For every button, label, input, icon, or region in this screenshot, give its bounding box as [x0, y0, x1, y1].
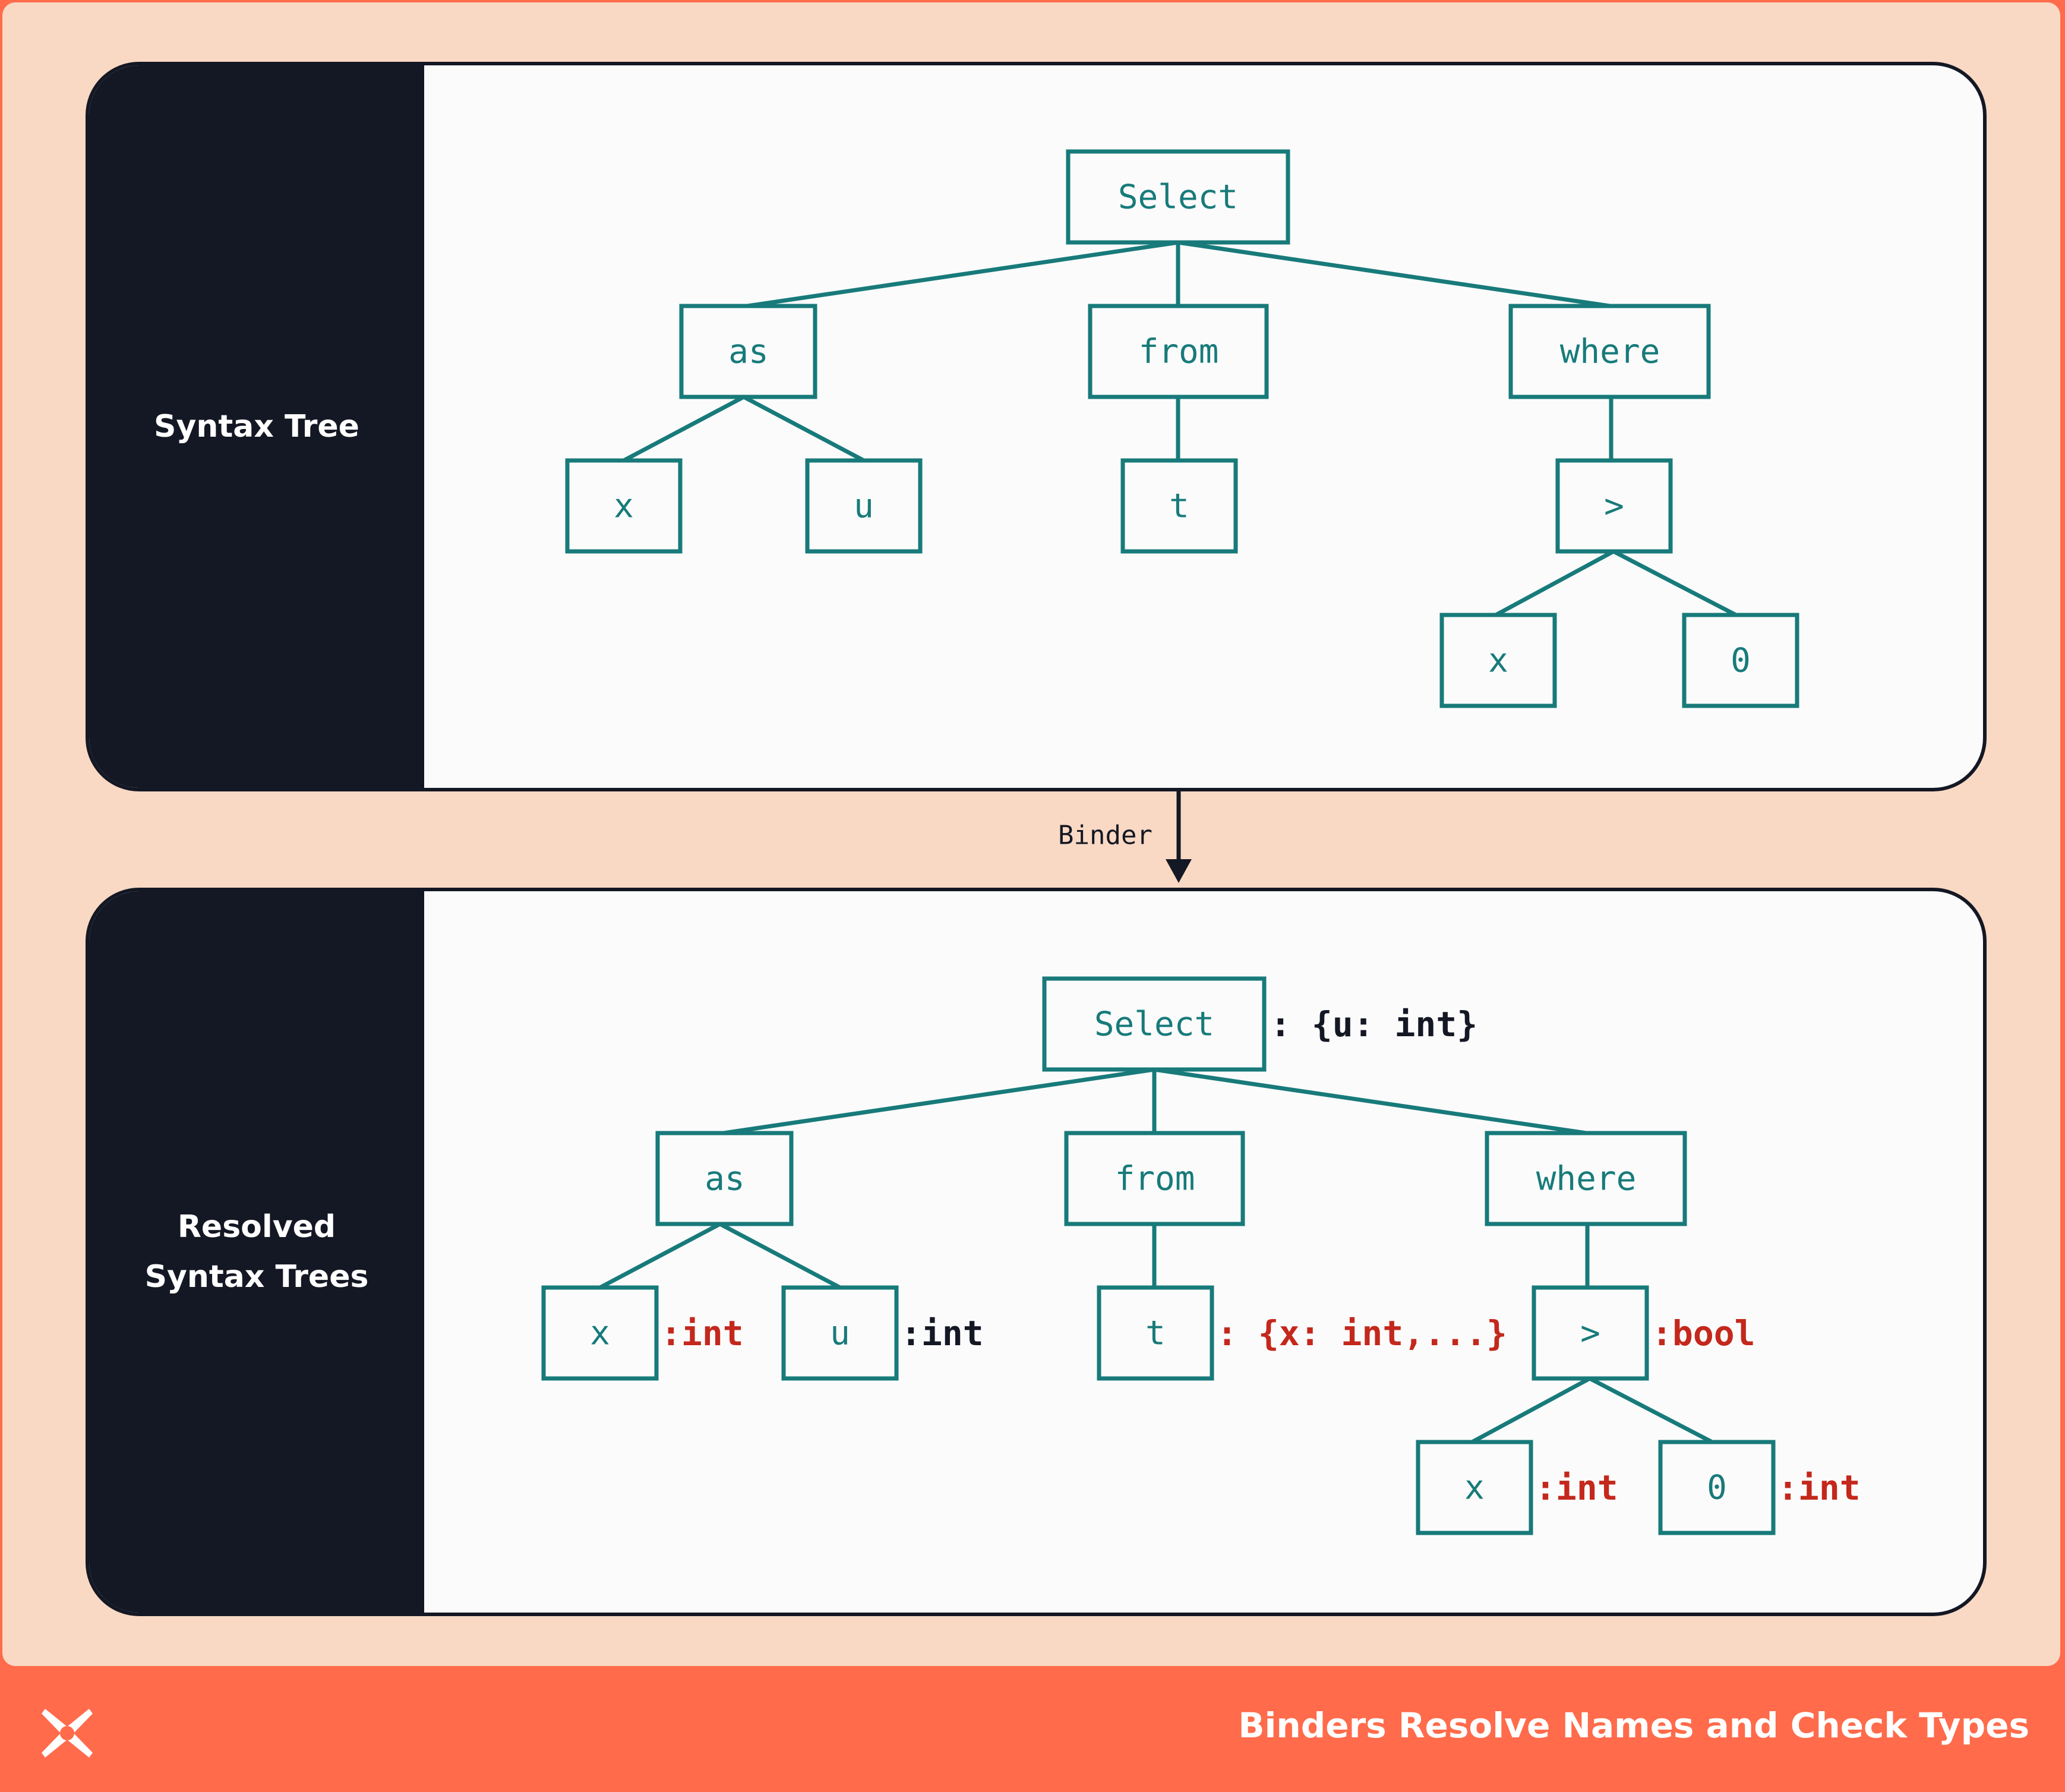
resolved-node-zero-label: 0	[1707, 1469, 1727, 1507]
node-x: x	[1439, 613, 1557, 708]
node-u-label: u	[854, 487, 874, 526]
resolved-tree-panel: Resolved Syntax Trees	[86, 888, 1987, 1616]
type-annotations: : {u: int} :int :int : {x: int,...} :boo…	[661, 1004, 1861, 1508]
edge	[1471, 1376, 1591, 1444]
node-gt: >	[1555, 458, 1673, 554]
resolved-node-where: where	[1485, 1131, 1687, 1226]
resolved-node-x-label: x	[1464, 1469, 1485, 1507]
node-x-label: x	[1488, 642, 1508, 680]
edge	[1589, 1376, 1713, 1444]
edge	[1495, 549, 1615, 617]
node-as-label: as	[728, 333, 768, 371]
bottom-tree-nodes: Select as from where x u	[541, 976, 1776, 1535]
edge	[743, 395, 865, 463]
node-x-label: x	[614, 487, 634, 526]
node-where-label: where	[1560, 333, 1660, 371]
resolved-node-as: as	[655, 1131, 794, 1226]
edge	[1154, 1067, 1587, 1135]
node-u: u	[805, 458, 923, 554]
tree-diagram: Select as from where x u	[541, 149, 1861, 1535]
node-select-label: Select	[1118, 178, 1238, 217]
diagram-background: Syntax Tree Resolved Syntax Trees	[2, 2, 2060, 1666]
binder-label: Binder	[1058, 821, 1153, 851]
bottom-tree-edges	[599, 1067, 1713, 1444]
node-zero: 0	[1682, 613, 1799, 708]
type-annotation-t: : {x: int,...}	[1217, 1313, 1507, 1354]
resolved-node-zero: 0	[1658, 1440, 1776, 1535]
binder-arrow: Binder	[1058, 789, 1192, 883]
resolved-node-select-label: Select	[1094, 1005, 1214, 1044]
resolved-node-x: x	[1416, 1440, 1533, 1535]
syntax-tree-label: Syntax Tree	[154, 409, 359, 444]
node-from-label: from	[1139, 333, 1219, 371]
syntax-tree-panel: Syntax Tree	[86, 62, 1987, 791]
type-annotation-x: :int	[1535, 1468, 1618, 1508]
x-logo-icon	[42, 1709, 93, 1758]
resolved-node-as-label: as	[705, 1160, 744, 1198]
resolved-node-u-label: u	[830, 1314, 850, 1353]
resolved-node-t: t	[1097, 1285, 1214, 1381]
edge	[747, 240, 1179, 308]
node-gt-label: >	[1604, 487, 1624, 526]
top-tree-edges	[623, 240, 1737, 617]
type-annotation-gt: :bool	[1652, 1313, 1755, 1354]
type-annotation-zero: :int	[1777, 1468, 1861, 1508]
resolved-node-t-label: t	[1145, 1314, 1166, 1353]
resolved-node-from: from	[1064, 1131, 1245, 1226]
node-t: t	[1120, 458, 1238, 554]
resolved-node-select: Select	[1042, 976, 1267, 1072]
type-annotation-u: :int	[901, 1313, 984, 1354]
node-t-label: t	[1169, 487, 1189, 526]
edge	[723, 1067, 1155, 1135]
node-as: as	[679, 304, 817, 399]
node-where: where	[1508, 304, 1711, 399]
node-select: Select	[1066, 149, 1290, 245]
node-zero-label: 0	[1731, 642, 1751, 680]
resolved-node-gt-label: >	[1580, 1314, 1600, 1353]
syntax-tree-sidebar: Syntax Tree	[89, 65, 424, 788]
edge	[1612, 549, 1737, 617]
edge	[623, 395, 745, 463]
resolved-node-from-label: from	[1115, 1160, 1195, 1198]
node-x: x	[565, 458, 683, 554]
resolved-tree-sidebar: Resolved Syntax Trees	[89, 891, 424, 1613]
resolved-tree-label: Resolved Syntax Trees	[144, 1209, 369, 1295]
edge	[1177, 240, 1611, 308]
binder-arrow-head	[1166, 859, 1192, 883]
resolved-node-where-label: where	[1536, 1160, 1637, 1198]
resolved-node-u: u	[781, 1285, 899, 1381]
top-tree-nodes: Select as from where x u	[565, 149, 1799, 708]
resolved-node-gt: >	[1532, 1285, 1649, 1381]
node-from: from	[1088, 304, 1269, 399]
footer-title: Binders Resolve Names and Check Types	[1238, 1705, 2029, 1746]
type-annotation-select: : {u: int}	[1270, 1004, 1477, 1045]
edge	[599, 1222, 721, 1290]
resolved-node-x: x	[541, 1285, 659, 1381]
resolved-node-x-label: x	[590, 1314, 610, 1353]
edge	[719, 1222, 841, 1290]
type-annotation-x: :int	[661, 1313, 744, 1354]
